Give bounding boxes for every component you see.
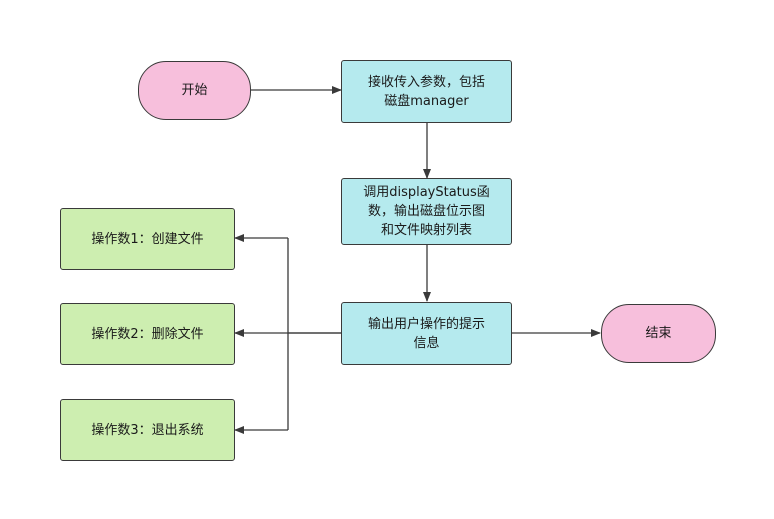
branch-trunk — [287, 238, 341, 334]
node-receive-params-label: 接收传入参数，包括 磁盘manager — [367, 74, 485, 109]
node-op-delete-label: 操作数2：删除文件 — [91, 326, 204, 342]
node-output-prompt: 输出用户操作的提示 信息 — [341, 302, 512, 365]
node-op-exit-label: 操作数3：退出系统 — [91, 422, 204, 438]
node-display-status-label: 调用displayStatus函 数，输出磁盘位示图 和文件映射列表 — [363, 185, 490, 238]
node-op-delete: 操作数2：删除文件 — [60, 303, 235, 365]
node-receive-params: 接收传入参数，包括 磁盘manager — [341, 60, 512, 123]
node-end-label: 结束 — [645, 326, 672, 341]
node-start-label: 开始 — [181, 83, 208, 98]
node-output-prompt-label: 输出用户操作的提示 信息 — [367, 316, 485, 351]
node-display-status: 调用displayStatus函 数，输出磁盘位示图 和文件映射列表 — [341, 178, 512, 245]
node-end: 结束 — [601, 304, 716, 363]
node-start: 开始 — [138, 61, 251, 120]
node-op-create: 操作数1：创建文件 — [60, 208, 235, 270]
node-op-exit: 操作数3：退出系统 — [60, 399, 235, 461]
node-op-create-label: 操作数1：创建文件 — [91, 231, 204, 247]
